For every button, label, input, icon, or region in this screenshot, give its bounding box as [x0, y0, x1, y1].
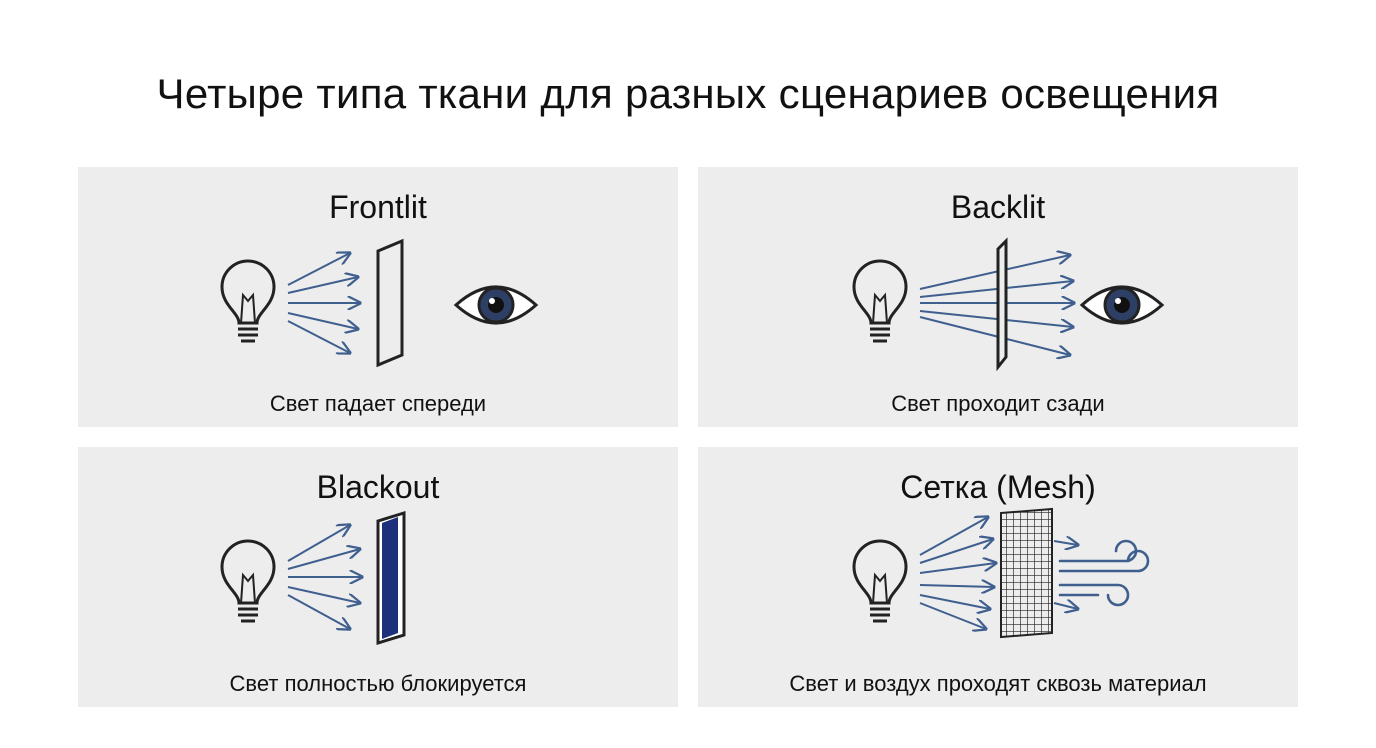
- backlit-diagram: [852, 237, 1165, 372]
- mesh-fabric: [1000, 507, 1053, 639]
- lightbulb-icon: [220, 539, 276, 623]
- panel-title: Frontlit: [329, 189, 427, 225]
- light-rays-in: [919, 517, 996, 629]
- panel-backlit: Backlit Свет проходит сзад: [698, 167, 1298, 427]
- blackout-diagram: [220, 510, 406, 646]
- panel-caption: Свет падает спереди: [269, 391, 487, 416]
- frontlit-diagram: [220, 238, 539, 368]
- lightbulb-icon: [852, 539, 908, 623]
- panel-title: Сетка (Mesh): [900, 469, 1096, 505]
- panel-mesh: Сетка (Mesh): [698, 447, 1298, 707]
- panel-title: Blackout: [316, 469, 440, 505]
- panel-title: Backlit: [950, 189, 1046, 225]
- lightbulb-icon: [220, 259, 276, 343]
- light-rays: [287, 525, 362, 629]
- light-rays-out: [1053, 541, 1078, 609]
- lightbulb-icon: [852, 259, 908, 343]
- eye-icon: [453, 285, 539, 325]
- fabric-panel: [376, 238, 404, 368]
- fabric-panel: [996, 237, 1008, 372]
- eye-icon: [1079, 285, 1165, 325]
- panel-blackout: Blackout Свет полностью блокируется: [78, 447, 678, 707]
- panel-caption: Свет и воздух проходят сквозь материал: [789, 671, 1207, 696]
- blackout-layer: [382, 517, 398, 639]
- mesh-diagram: [852, 507, 1150, 639]
- panel-caption: Свет полностью блокируется: [229, 671, 527, 696]
- page-title: Четыре типа ткани для разных сценариев о…: [156, 70, 1220, 117]
- panel-frontlit: Frontlit Свет падает спере: [78, 167, 678, 427]
- wind-icon: [1058, 539, 1150, 607]
- panel-caption: Свет проходит сзади: [891, 391, 1105, 416]
- light-rays: [287, 253, 360, 353]
